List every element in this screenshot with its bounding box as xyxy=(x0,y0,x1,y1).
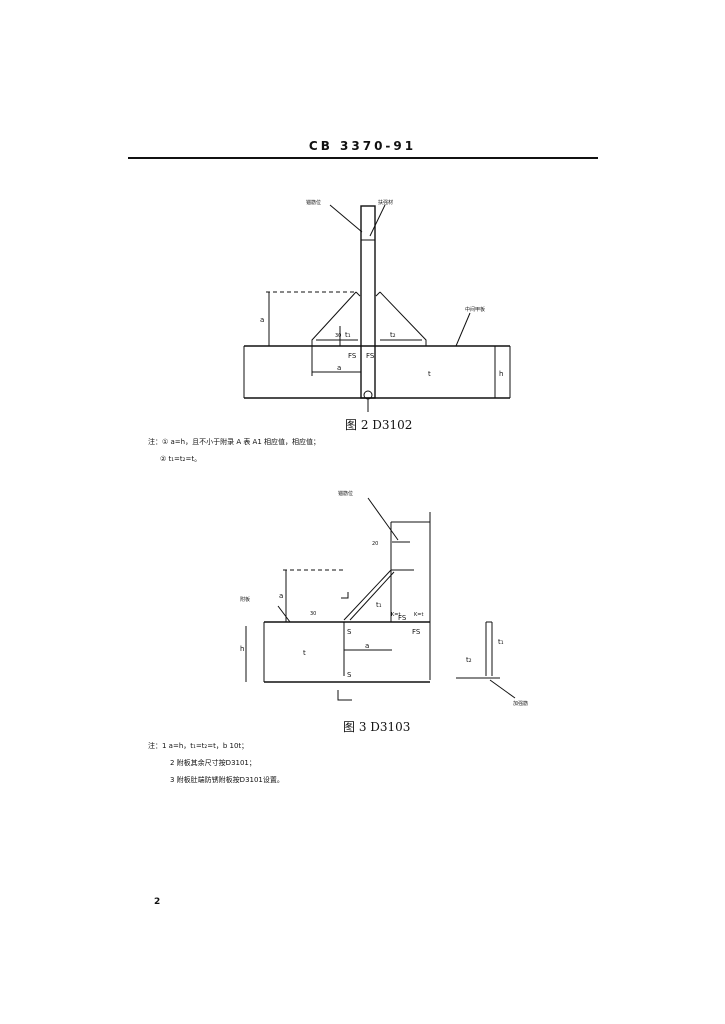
document-header-code: CB 3370-91 xyxy=(308,139,417,153)
fig2-dim-a-vert: a xyxy=(260,316,264,324)
fig3-label-stiffener: 加强筋 xyxy=(513,700,528,707)
fig3-note-1: 注：1 a=h，t₁=t₂=t，b 10t； xyxy=(148,741,248,750)
fig2-t: t xyxy=(428,370,431,378)
fig3-detail-t1: t₁ xyxy=(498,638,504,646)
fig2-t2: t₂ xyxy=(390,331,396,339)
figure-2-caption: 图 2 D3102 xyxy=(345,418,412,432)
fig2-label-anchor: 锚筋位 xyxy=(306,199,321,206)
figure-2-drawing xyxy=(243,204,511,412)
fig3-k-left: K=t xyxy=(391,612,400,618)
fig3-dim-a-vert: a xyxy=(279,592,283,600)
fig3-dim-a-horiz: a xyxy=(365,642,369,650)
fig3-t1: t₁ xyxy=(376,601,382,609)
fig2-note-2: ② t₁=t₂=t。 xyxy=(160,455,201,463)
fig3-s-2: S xyxy=(347,671,352,679)
fig3-s-1: S xyxy=(347,628,352,636)
fig2-dim-30: 30 xyxy=(335,333,341,339)
fig2-fs-left: FS xyxy=(348,352,357,360)
fig2-label-stiffener: 扶强材 xyxy=(378,199,393,206)
figure-3-drawing xyxy=(245,497,516,701)
fig3-fs-1: FS xyxy=(398,614,407,622)
fig2-dim-a-horiz: a xyxy=(337,364,341,372)
fig3-fs-2: FS xyxy=(412,628,421,636)
fig3-dim-30: 30 xyxy=(310,611,316,617)
header-rule xyxy=(128,157,598,159)
fig2-dim-h: h xyxy=(499,370,503,378)
fig3-label-anchor: 锚筋位 xyxy=(338,490,353,497)
fig3-k-right: K=t xyxy=(414,612,423,618)
fig3-detail-t2: t₂ xyxy=(466,656,472,664)
fig2-label-deck: 中间甲板 xyxy=(465,306,485,313)
fig2-fs-right: FS xyxy=(366,352,375,360)
fig3-note-2: 2 附板其余尺寸按D3101； xyxy=(170,758,256,767)
fig3-dim-h: h xyxy=(240,645,244,653)
fig3-dim-20: 20 xyxy=(372,541,378,547)
fig3-label-plate: 附板 xyxy=(240,596,250,603)
fig3-t: t xyxy=(303,649,306,657)
fig3-note-3: 3 附板肚端防锈附板按D3101设置。 xyxy=(170,775,284,784)
fig2-note-1: 注：① a=h，且不小于附录 A 表 A1 相应值，相应值； xyxy=(148,437,320,446)
figure-3-caption: 图 3 D3103 xyxy=(343,720,410,734)
page-number: 2 xyxy=(154,897,160,907)
fig2-t1: t₁ xyxy=(345,331,351,339)
